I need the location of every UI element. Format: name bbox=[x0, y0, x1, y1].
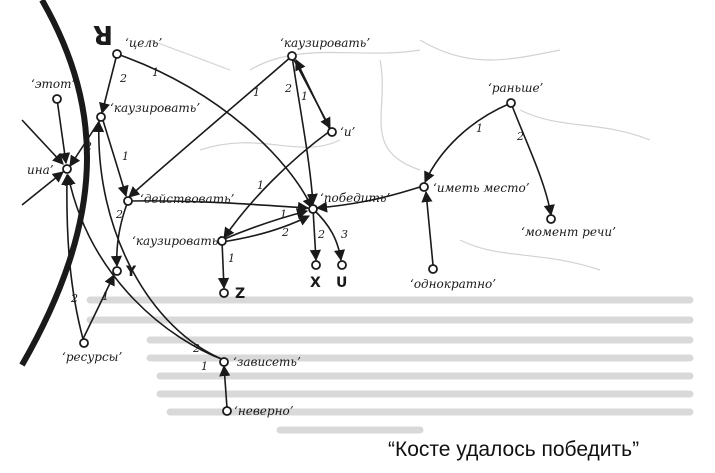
edge-zaviset-kauz1 bbox=[93, 120, 225, 361]
node-ina bbox=[62, 164, 72, 174]
node-z bbox=[219, 288, 229, 298]
node-kauz1 bbox=[96, 112, 106, 122]
node-imet-mesto bbox=[419, 182, 429, 192]
svg-text:1: 1 bbox=[301, 90, 308, 103]
edge-tsel-kauz1 bbox=[99, 53, 118, 115]
svg-text:1: 1 bbox=[476, 122, 483, 135]
region-label: R bbox=[93, 19, 113, 49]
var-y: Y bbox=[125, 264, 137, 280]
edge-deistvovat-pobedit bbox=[127, 200, 310, 213]
svg-text:2: 2 bbox=[284, 82, 292, 95]
edge-kauz2-pobedit bbox=[221, 208, 309, 241]
svg-text:2: 2 bbox=[70, 292, 78, 305]
svg-text:1: 1 bbox=[84, 168, 91, 181]
label-kauz-top: ‘каузировать’ bbox=[280, 36, 370, 50]
label-tsel: ‘цель’ bbox=[125, 36, 162, 50]
label-deistvovat: ‘действовать’ bbox=[140, 192, 235, 206]
svg-text:2: 2 bbox=[281, 226, 289, 239]
edges bbox=[21, 53, 555, 409]
edge-left1-ina bbox=[21, 119, 64, 165]
label-etot: ‘этот’ bbox=[31, 77, 76, 91]
node-zaviset bbox=[219, 357, 229, 367]
edge-pobedit-u bbox=[312, 208, 346, 262]
node-u bbox=[337, 260, 347, 270]
node-moment-rechi bbox=[546, 214, 556, 224]
edge-kauztop-pobedit bbox=[291, 55, 318, 206]
edge-i-kauz2 bbox=[223, 130, 331, 239]
big-arc bbox=[19, 0, 90, 367]
edge-left2-ina bbox=[21, 171, 64, 206]
label-zaviset: ‘зависеть’ bbox=[233, 355, 301, 369]
edge-ranshe-momentrechi bbox=[510, 102, 555, 217]
svg-text:2: 2 bbox=[516, 130, 524, 143]
edge-kauz2-z bbox=[217, 240, 230, 290]
edge-odnokratno-imetmesto bbox=[421, 190, 434, 266]
label-odnokratno: ‘однократно’ bbox=[410, 277, 496, 291]
label-i: ‘и’ bbox=[340, 125, 356, 139]
edge-etot-ina bbox=[56, 98, 71, 165]
edge-i-kauztop bbox=[295, 58, 331, 131]
label-neverno: ‘неверно’ bbox=[234, 404, 294, 418]
svg-text:1: 1 bbox=[201, 360, 208, 373]
ghost-text-lines bbox=[86, 296, 694, 434]
edge-deistvovat-y bbox=[110, 200, 129, 268]
svg-text:2: 2 bbox=[84, 140, 92, 153]
node-resursy bbox=[79, 338, 89, 348]
edge-pobedit-x bbox=[309, 208, 321, 262]
edge-ranshe-imetmesto bbox=[424, 102, 512, 184]
caption: “Косте удалось победить” bbox=[388, 438, 640, 461]
node-odnokratno bbox=[428, 264, 438, 274]
edge-zaviset-ina bbox=[64, 173, 225, 361]
nodes bbox=[52, 49, 556, 416]
label-imet-mesto: ‘иметь место’ bbox=[433, 181, 530, 195]
ghost-background bbox=[149, 39, 651, 271]
svg-text:1: 1 bbox=[122, 150, 129, 163]
label-ina: ина’ bbox=[27, 163, 54, 177]
edge-resursy-y bbox=[82, 273, 115, 340]
label-ranshe: ‘раньше’ bbox=[488, 81, 544, 95]
svg-text:2: 2 bbox=[192, 342, 200, 355]
svg-text:2: 2 bbox=[115, 208, 123, 221]
var-x: X bbox=[310, 275, 321, 291]
node-i bbox=[327, 127, 337, 137]
svg-text:3: 3 bbox=[341, 228, 348, 241]
node-tsel bbox=[112, 49, 122, 59]
label-pobedit: ‘победить’ bbox=[320, 191, 390, 205]
var-u: U bbox=[336, 275, 347, 291]
variable-labels: Y Z X U bbox=[125, 264, 347, 302]
node-kauz-top bbox=[287, 51, 297, 61]
node-deistvovat bbox=[123, 196, 133, 206]
label-resursy: ‘ресурсы’ bbox=[62, 350, 122, 364]
label-kauz1: ‘каузировать’ bbox=[110, 101, 200, 115]
edge-imetmesto-pobedit bbox=[315, 185, 424, 213]
svg-text:1: 1 bbox=[253, 86, 260, 99]
edge-resursy-ina bbox=[61, 173, 84, 340]
node-ranshe bbox=[506, 98, 516, 108]
svg-text:2: 2 bbox=[317, 228, 325, 241]
svg-text:1: 1 bbox=[102, 290, 109, 303]
svg-text:1: 1 bbox=[257, 179, 264, 192]
svg-text:1: 1 bbox=[228, 252, 235, 265]
node-kauz2 bbox=[217, 236, 227, 246]
edge-numbers: 2 1 2 1 1 1 2 1 1 1 2 1 2 3 1 2 1 2 2 1 … bbox=[70, 66, 524, 373]
label-moment-rechi: ‘момент речи’ bbox=[521, 225, 616, 239]
edge-kauztop-deistvovat bbox=[128, 55, 293, 198]
svg-text:1: 1 bbox=[152, 66, 159, 79]
edge-kauz2-pobedit-2 bbox=[221, 215, 311, 243]
node-y bbox=[112, 266, 122, 276]
node-etot bbox=[52, 94, 62, 104]
node-x bbox=[311, 260, 321, 270]
svg-text:2: 2 bbox=[119, 72, 127, 85]
node-labels: ‘цель’ ‘этот’ ‘каузировать’ ина’ ‘каузир… bbox=[27, 36, 616, 418]
edge-neverno-zaviset bbox=[219, 364, 231, 409]
node-neverno bbox=[222, 406, 232, 416]
svg-text:1: 1 bbox=[280, 208, 287, 221]
node-pobedit bbox=[308, 204, 318, 214]
label-kauz2: ‘каузировать’ bbox=[132, 234, 222, 248]
var-z: Z bbox=[235, 286, 245, 302]
edge-kauz1-deistvovat bbox=[101, 116, 129, 198]
edge-tsel-pobedit bbox=[116, 53, 313, 210]
